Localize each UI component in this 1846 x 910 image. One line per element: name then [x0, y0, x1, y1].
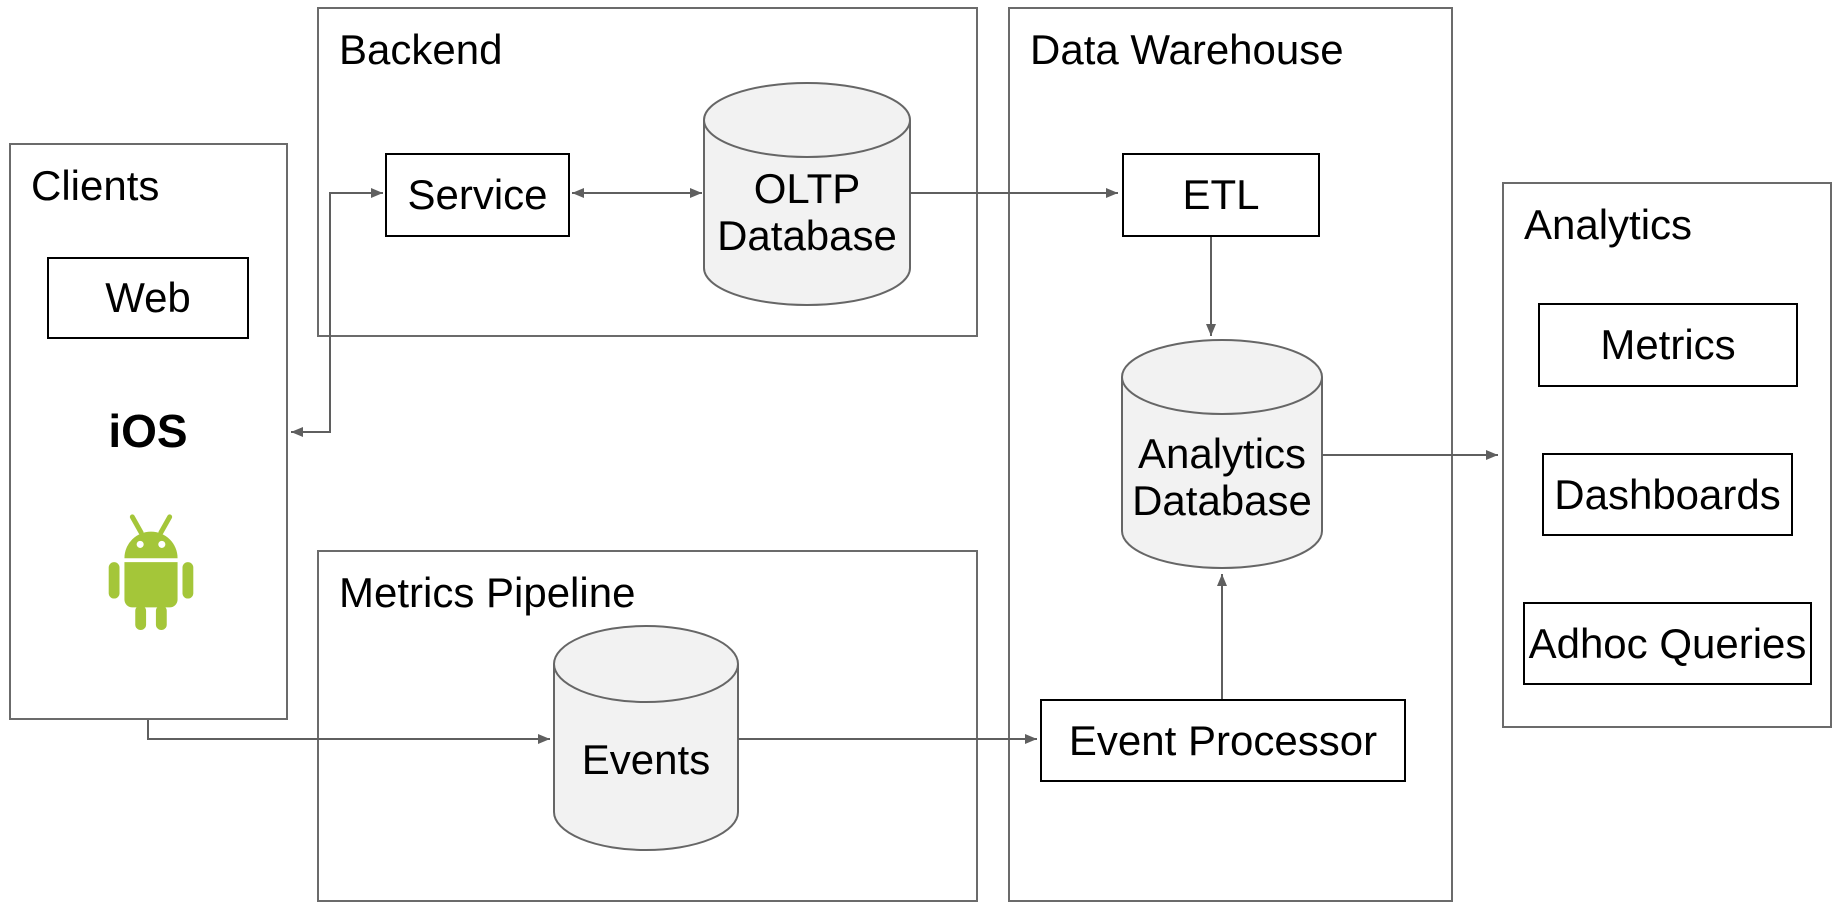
node-service: Service: [385, 153, 570, 237]
node-service-label: Service: [407, 171, 548, 218]
group-analytics-title: Analytics: [1524, 201, 1693, 248]
android-icon: [97, 509, 205, 631]
node-event-processor: Event Processor: [1040, 699, 1406, 782]
analytics-database-cylinder: [1121, 339, 1323, 569]
events-label: Events: [581, 736, 711, 783]
node-ios-label: iOS: [108, 405, 188, 457]
node-dashboards-label: Dashboards: [1554, 470, 1781, 518]
node-etl-label: ETL: [1182, 171, 1260, 218]
node-metrics: Metrics: [1538, 303, 1798, 387]
group-clients: Clients: [9, 143, 288, 720]
events-cylinder: [553, 625, 739, 851]
node-dashboards: Dashboards: [1542, 453, 1793, 536]
node-etl: ETL: [1122, 153, 1320, 237]
group-metrics-pipeline-title: Metrics Pipeline: [339, 569, 636, 616]
node-web: Web: [47, 257, 249, 339]
node-metrics-label: Metrics: [1600, 321, 1736, 368]
node-event-processor-label: Event Processor: [1068, 716, 1378, 764]
connector-clients-events: [147, 720, 550, 744]
node-web-label: Web: [105, 274, 191, 321]
node-adhoc-queries-label: Adhoc Queries: [1528, 619, 1807, 667]
group-clients-title: Clients: [31, 162, 160, 209]
node-adhoc-queries: Adhoc Queries: [1523, 602, 1812, 685]
connector-clients-service: [291, 188, 383, 437]
oltp-database-cylinder: [703, 82, 911, 306]
group-data-warehouse-title: Data Warehouse: [1030, 26, 1344, 73]
analytics-database-label: Analytics Database: [1132, 430, 1312, 524]
group-backend-title: Backend: [339, 26, 503, 73]
group-metrics-pipeline: Metrics Pipeline: [317, 550, 978, 902]
oltp-database-label: OLTP Database: [717, 165, 897, 259]
node-ios: iOS: [60, 405, 236, 457]
group-backend: Backend: [317, 7, 978, 337]
group-analytics: Analytics: [1502, 182, 1832, 728]
